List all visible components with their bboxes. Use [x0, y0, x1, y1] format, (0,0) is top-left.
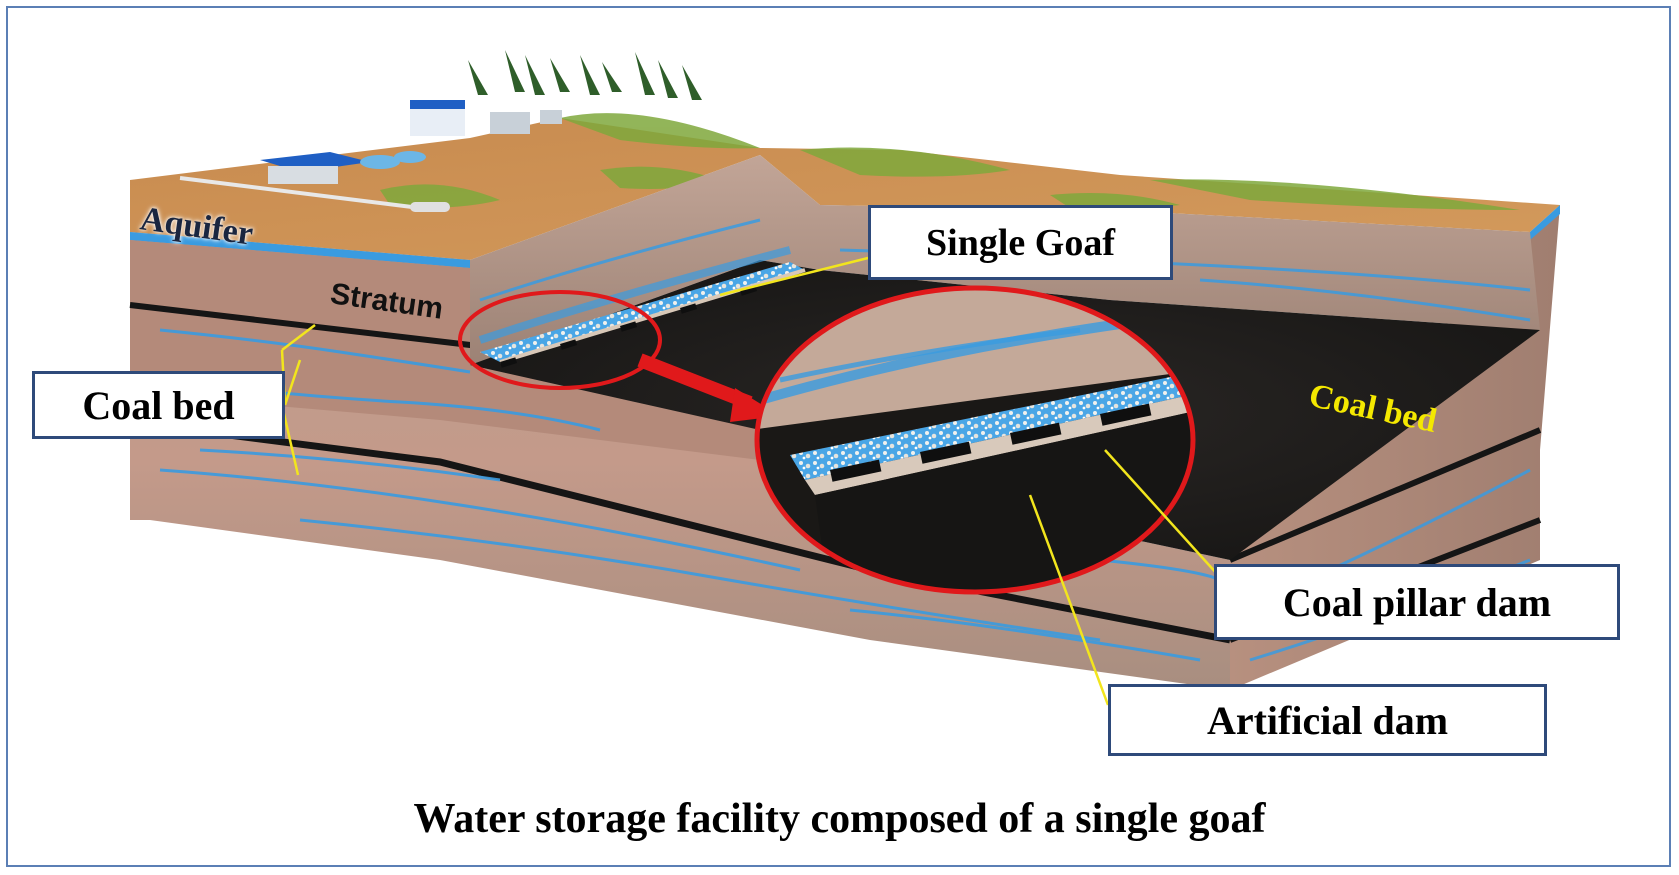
coal-bed-left-label-box: Coal bed [32, 371, 285, 439]
coal-bed-left-label: Coal bed [82, 382, 235, 428]
aquifer-band [130, 232, 470, 268]
single-goaf-label-box: Single Goaf [868, 205, 1173, 280]
coal-seam-lower [149, 421, 1231, 644]
surface-facility [179, 100, 562, 212]
small-highlight-ellipse [458, 290, 662, 390]
coal-pillar-dam-label-box: Coal pillar dam [1214, 564, 1620, 640]
stratum-wall [130, 240, 760, 460]
coal-pillar-dam-label: Coal pillar dam [1282, 579, 1552, 625]
ground-surface [130, 118, 1560, 260]
zoom-inset [757, 288, 1193, 592]
artificial-dam-label: Artificial dam [1206, 697, 1449, 743]
figure-caption: Water storage facility composed of a sin… [413, 796, 1266, 842]
right-coal-seam [1228, 427, 1542, 563]
right-aquifer-band [1530, 205, 1560, 240]
single-goaf-label: Single Goaf [926, 221, 1115, 264]
leader-lines [280, 256, 1219, 706]
artificial-dam-label-box: Artificial dam [1108, 684, 1547, 756]
tree-group [468, 50, 702, 100]
large-highlight-circle [754, 285, 1196, 595]
